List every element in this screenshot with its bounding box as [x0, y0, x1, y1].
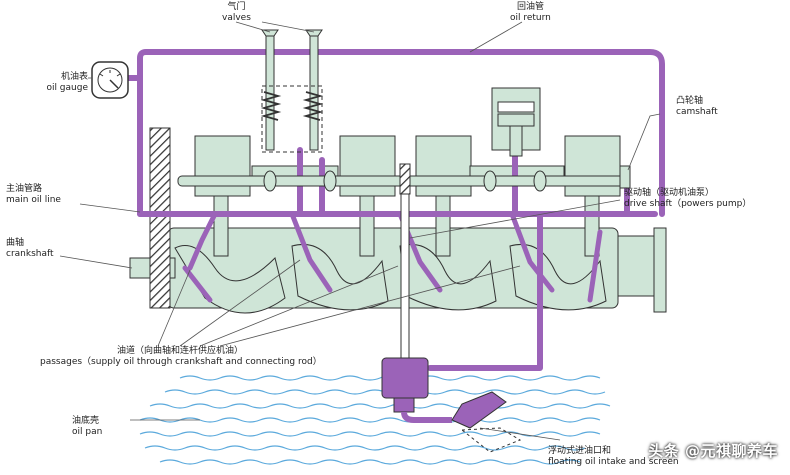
- label-oil-gauge-zh: 机油表: [60, 72, 88, 82]
- drive-shaft: [399, 163, 411, 365]
- label-oil-gauge-en: oil gauge: [46, 83, 88, 93]
- label-valves-en: valves: [222, 13, 251, 23]
- floating-intake: [401, 391, 522, 453]
- label-drive-shaft: 驱动轴（驱动机油泵） drive shaft（powers pump）: [624, 188, 751, 210]
- label-camshaft: 凸轮轴 camshaft: [676, 96, 718, 118]
- label-crankshaft-zh: 曲轴: [6, 238, 25, 248]
- label-oil-return: 回油管 oil return: [510, 2, 551, 24]
- oil-pan-waves: [139, 375, 611, 465]
- label-floating-intake-en: floating oil intake and screen: [548, 457, 679, 467]
- crank-throws: [174, 244, 607, 314]
- flywheel: [149, 127, 171, 309]
- label-valves-zh: 气门: [227, 2, 246, 12]
- label-main-oil-line-en: main oil line: [6, 195, 61, 205]
- label-oil-pan-zh: 油底壳: [72, 416, 100, 426]
- label-passages-en: passages（supply oil through crankshaft a…: [40, 357, 322, 367]
- label-passages-zh: 油道（向曲轴和连杆供应机油）: [116, 346, 243, 356]
- oil-gauge-icon: [91, 61, 129, 99]
- label-drive-shaft-zh: 驱动轴（驱动机油泵）: [624, 188, 715, 198]
- oil-lines: [125, 49, 665, 371]
- leader-lines: [59, 21, 661, 441]
- label-crankshaft-en: crankshaft: [6, 249, 54, 259]
- label-floating-intake: 浮动式进油口和 floating oil intake and screen: [548, 446, 679, 468]
- label-floating-intake-zh: 浮动式进油口和: [548, 446, 612, 456]
- label-main-oil-line-zh: 主油管路: [6, 184, 43, 194]
- label-camshaft-zh: 凸轮轴: [676, 96, 704, 106]
- oil-pump: [381, 357, 429, 413]
- label-valves: 气门 valves: [222, 2, 251, 24]
- watermark: 头条 @元祺聊养车: [648, 442, 778, 460]
- label-main-oil-line: 主油管路 main oil line: [6, 184, 61, 206]
- label-drive-shaft-en: drive shaft（powers pump）: [624, 199, 752, 209]
- label-oil-pan-en: oil pan: [72, 427, 103, 437]
- label-oil-gauge: 机油表 oil gauge: [30, 72, 88, 94]
- label-passages: 油道（向曲轴和连杆供应机油） passages（supply oil throu…: [40, 346, 322, 368]
- label-oil-return-zh: 回油管: [516, 2, 544, 12]
- label-camshaft-en: camshaft: [676, 107, 718, 117]
- label-oil-return-en: oil return: [510, 13, 551, 23]
- label-oil-pan: 油底壳 oil pan: [72, 416, 102, 438]
- label-crankshaft: 曲轴 crankshaft: [6, 238, 54, 260]
- valves: [260, 29, 324, 153]
- piston-detail: [491, 87, 541, 157]
